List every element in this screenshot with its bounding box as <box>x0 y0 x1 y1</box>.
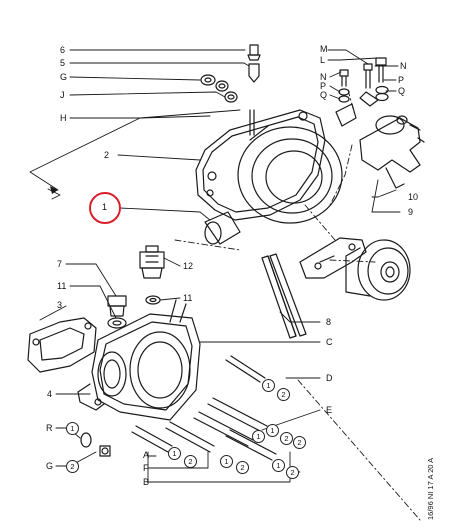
callout-Q-right: Q <box>398 86 406 96</box>
circled-d2: 2 <box>277 388 290 401</box>
callout-N-right: N <box>400 61 407 71</box>
callout-2: 2 <box>104 150 110 160</box>
circled-b1: 1 <box>168 447 181 460</box>
circled-e1: 1 <box>266 424 279 437</box>
circled-a1: 1 <box>252 430 265 443</box>
callout-P-left: P <box>320 81 327 91</box>
pump-bracket <box>359 115 425 189</box>
callout-1: 1 <box>102 202 108 212</box>
callout-Q-left: Q <box>320 90 328 100</box>
callout-4: 4 <box>47 389 53 399</box>
callout-5: 5 <box>60 58 66 68</box>
circled-b4: 2 <box>236 461 249 474</box>
bolt-kit <box>335 57 389 127</box>
callout-F: F <box>143 463 149 473</box>
callout-3: 3 <box>57 300 63 310</box>
temperature-sensor <box>139 245 165 305</box>
pump-housing <box>195 109 343 245</box>
callout-N-left: N <box>320 72 327 82</box>
circled-a2: 2 <box>293 436 306 449</box>
callout-A: A <box>143 450 150 460</box>
callout-L: L <box>320 55 326 65</box>
callout-C: C <box>326 337 333 347</box>
circled-b3: 1 <box>220 455 233 468</box>
callout-8: 8 <box>326 317 332 327</box>
callout-D: D <box>326 373 333 383</box>
callout-12: 12 <box>183 261 194 271</box>
callout-G-bottom: G <box>46 461 54 471</box>
callout-11-left: 11 <box>57 281 67 291</box>
sensor-stack-top <box>200 44 261 103</box>
callout-11-right: 11 <box>183 293 193 303</box>
callout-B: B <box>143 477 150 487</box>
callout-E: E <box>326 405 333 415</box>
callout-P-right: P <box>398 75 405 85</box>
callout-7: 7 <box>57 259 63 269</box>
tensioner-roller <box>299 237 411 301</box>
callout-R: R <box>46 423 53 433</box>
callout-6: 6 <box>60 45 66 55</box>
circled-r1: 1 <box>66 422 79 435</box>
circled-f1: 1 <box>272 459 285 472</box>
callout-H: H <box>60 113 67 123</box>
reference-code: 16/96 NI 17 A 20 A <box>426 457 435 520</box>
callout-G: G <box>60 72 68 82</box>
callout-9: 9 <box>408 207 414 217</box>
bottom-fasteners <box>80 432 111 457</box>
pins <box>131 355 277 461</box>
circled-e2: 2 <box>280 432 293 445</box>
callout-J: J <box>60 90 65 100</box>
callout-M: M <box>320 44 328 54</box>
circled-g2: 2 <box>66 460 79 473</box>
hose-strips <box>261 253 307 339</box>
gasket <box>27 317 97 373</box>
circled-f2: 2 <box>286 466 299 479</box>
callout-10: 10 <box>408 192 419 202</box>
drain-plug <box>107 295 127 329</box>
thermostat-housing <box>77 299 201 421</box>
highlight-ring <box>89 192 121 224</box>
circled-b2: 2 <box>184 455 197 468</box>
circled-d1: 1 <box>262 379 275 392</box>
